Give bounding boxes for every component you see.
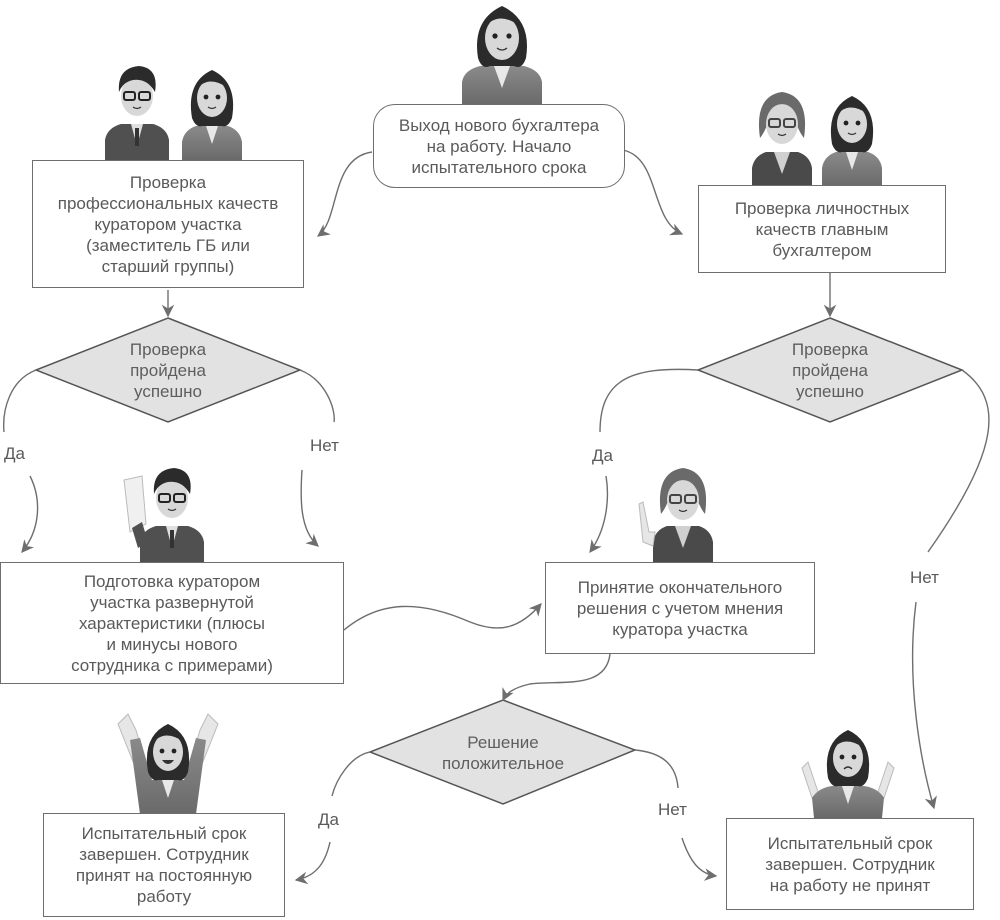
edge-final-to-decision — [502, 653, 611, 702]
edge-final-yes-bottom — [294, 841, 331, 885]
node-personal-check: Проверка личностных качеств главным бухг… — [698, 185, 946, 273]
edge-left-yes-bottom — [21, 475, 39, 553]
person-new-accountant — [822, 96, 882, 186]
figures-layer — [105, 6, 895, 818]
decision-final-text: Решение положительное — [441, 733, 565, 773]
person-new-accountant-happy — [117, 713, 219, 814]
edge-right-yes-top — [599, 368, 699, 433]
edge-start-to-personal — [622, 149, 684, 236]
edge-right-yes-bottom — [589, 475, 609, 554]
person-new-accountant — [182, 70, 242, 160]
node-professional-check: Проверка профессиональных качеств курато… — [32, 160, 304, 288]
edge-final-yes-top — [331, 751, 371, 797]
node-rejected: Испытательный срок завершен. Сотрудник н… — [726, 818, 974, 910]
decision-left-diamond — [33, 317, 303, 423]
label-left-no: Нет — [310, 436, 339, 455]
label-final-yes: Да — [318, 810, 339, 829]
decision-final-diamond — [367, 699, 638, 805]
person-new-accountant-top — [462, 6, 542, 104]
node-characteristic: Подготовка куратором участка развернутой… — [0, 562, 344, 684]
label-left-yes: Да — [4, 444, 25, 463]
decision-left-text: Проверка пройдена успешно — [129, 339, 207, 401]
person-chief-pointing — [638, 468, 713, 562]
person-new-accountant-sad — [801, 730, 895, 818]
edge-characteristic-to-final — [343, 603, 542, 631]
decision-right-text: Проверка пройдена успешно — [791, 339, 869, 401]
label-final-no: Нет — [658, 800, 687, 819]
node-final-decision: Принятие окончательного решения с учетом… — [545, 562, 815, 654]
node-start: Выход нового бухгалтера на работу. Начал… — [373, 104, 625, 188]
edge-left-yes-top — [3, 369, 37, 433]
edge-right-no-bottom — [911, 601, 937, 810]
decision-right-diamond — [695, 317, 965, 423]
edge-right-no-top — [927, 369, 990, 553]
person-curator-with-paper — [123, 468, 204, 562]
edge-left-no-bottom — [300, 469, 319, 547]
edge-final-no-bottom — [681, 837, 718, 881]
edge-start-to-prof — [316, 151, 373, 237]
edge-final-no-top — [634, 749, 679, 789]
node-accepted: Испытательный срок завершен. Сотрудник п… — [43, 813, 285, 917]
edge-left-no-top — [299, 369, 335, 423]
label-right-yes: Да — [592, 446, 613, 465]
person-curator — [105, 66, 169, 160]
label-right-no: Нет — [910, 568, 939, 587]
person-chief-accountant — [752, 92, 812, 186]
